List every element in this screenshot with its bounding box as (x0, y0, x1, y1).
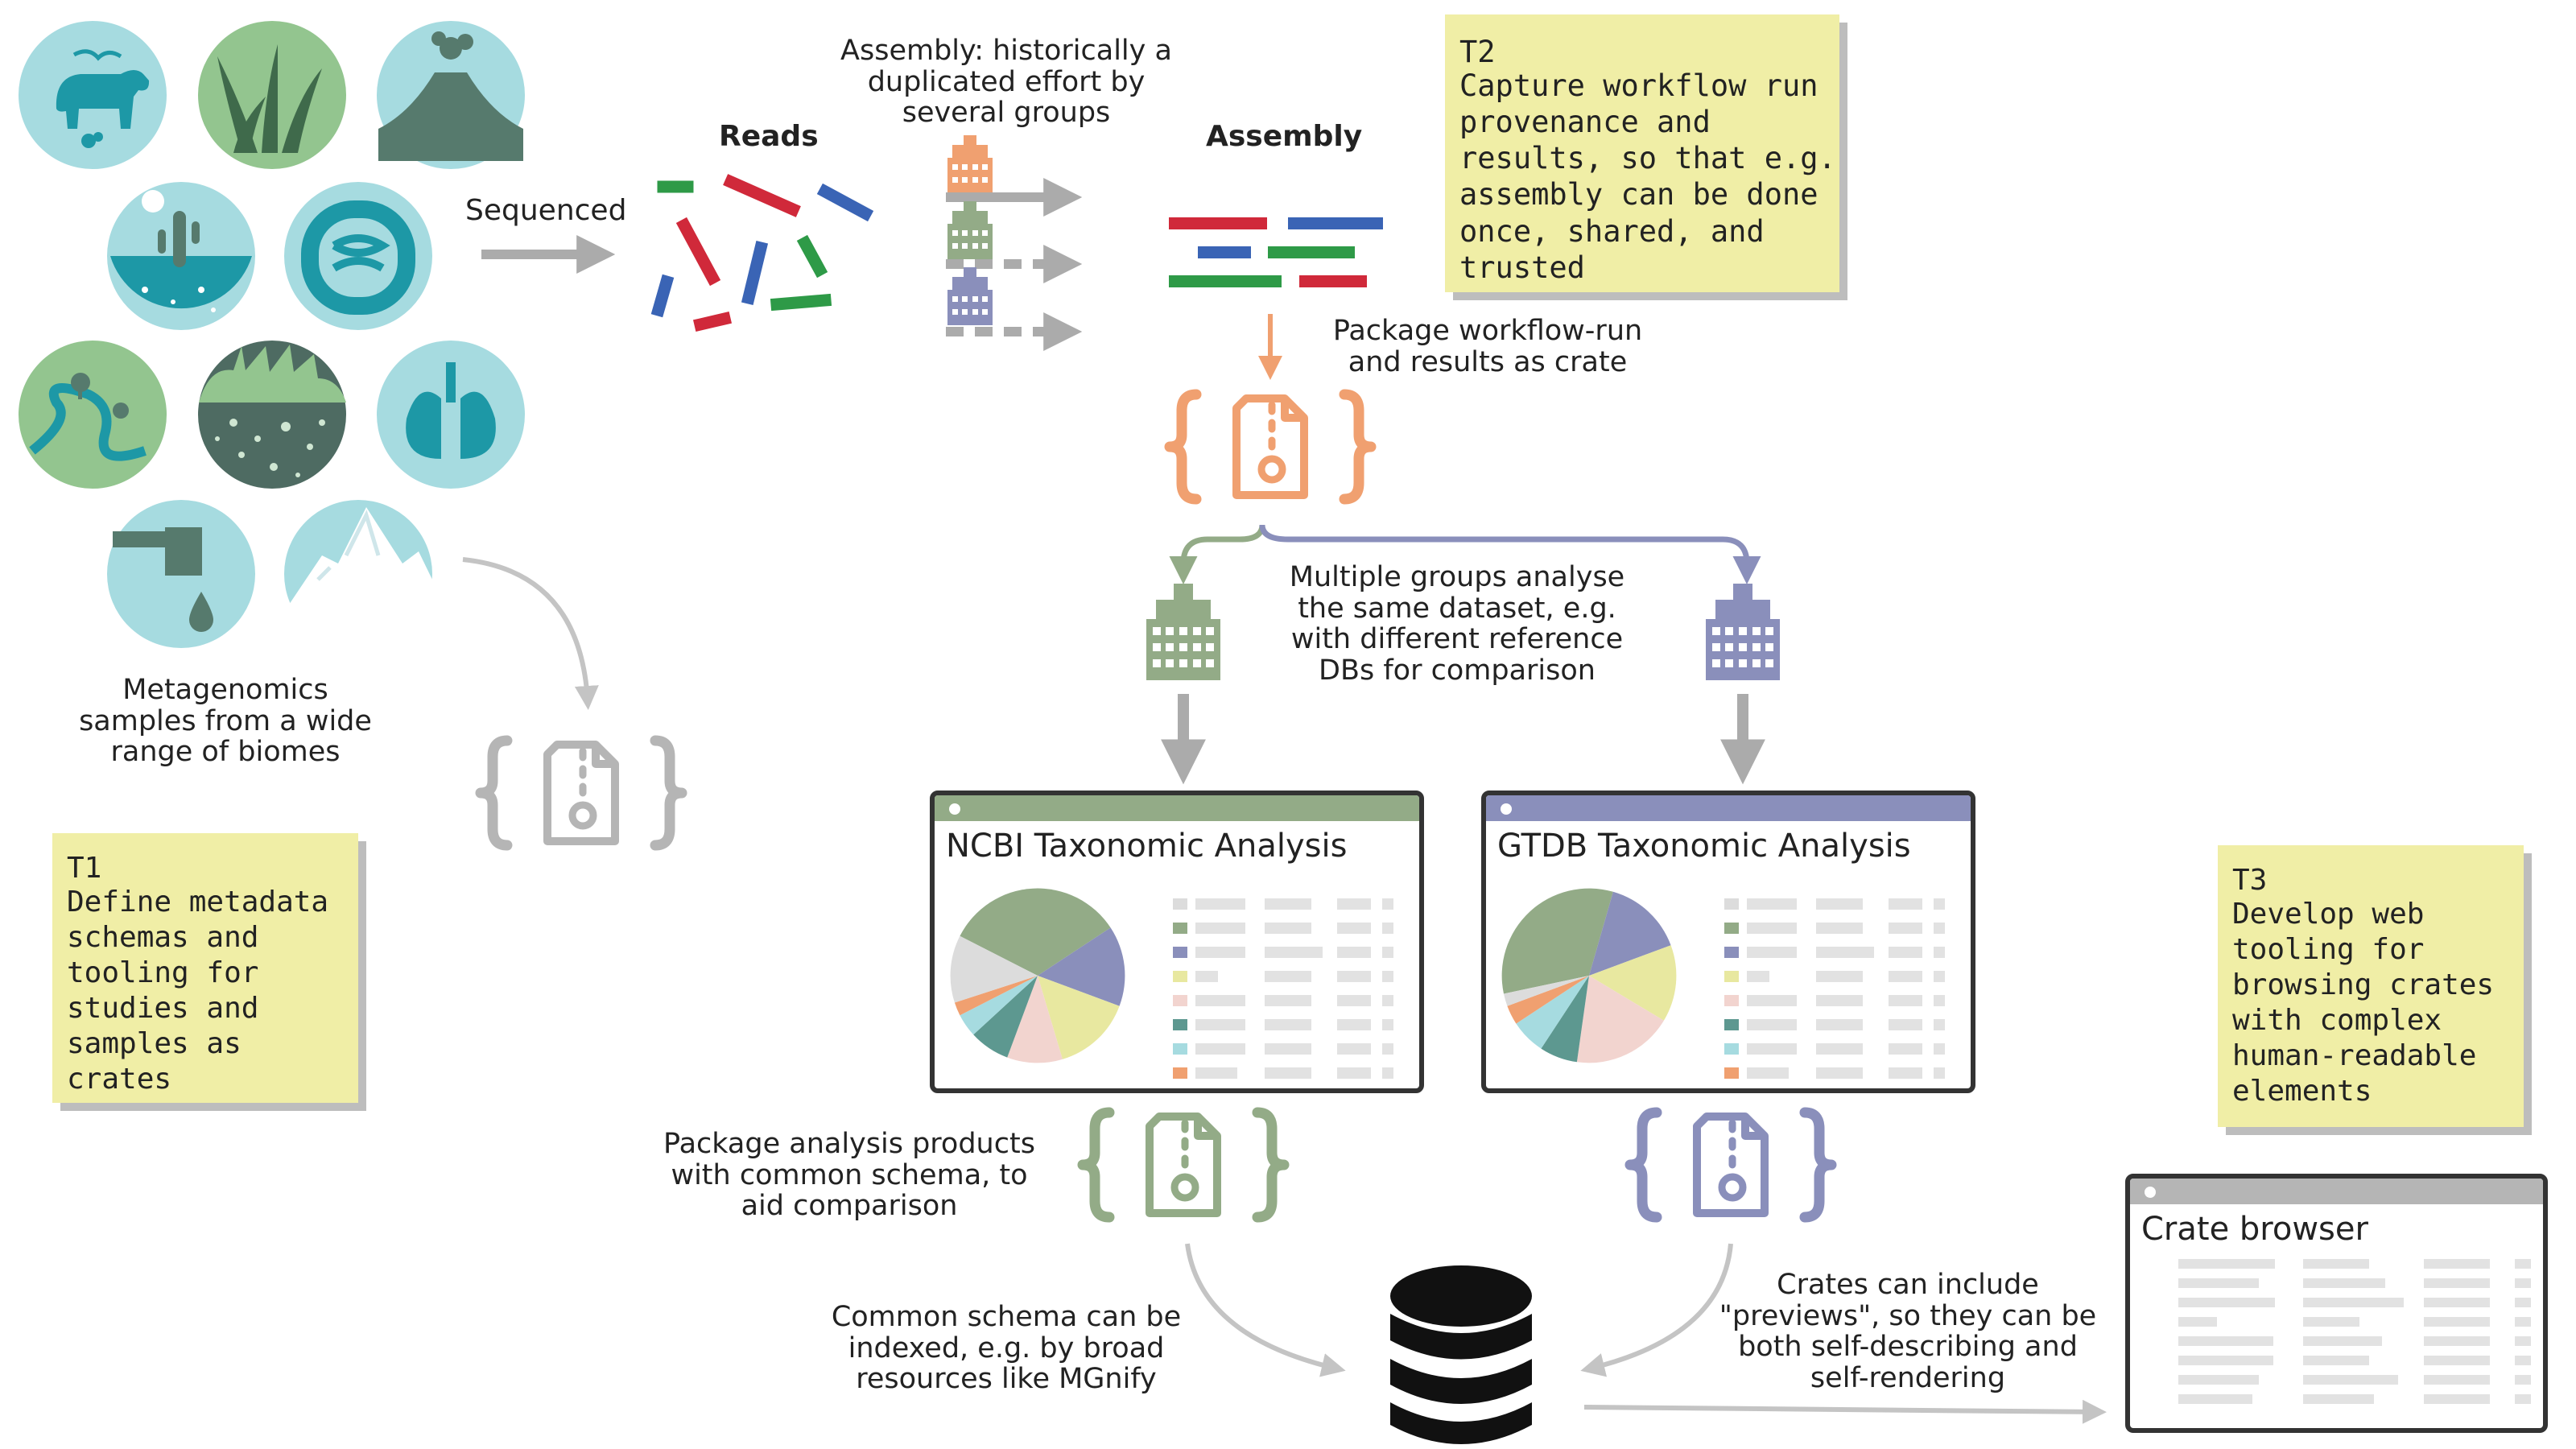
ncbi-crate-icon (1083, 1113, 1284, 1217)
note-t1: T1 Define metadata schemas and tooling f… (52, 833, 358, 1103)
ncbi-preview-content (950, 888, 1393, 1079)
ncbi-window-titlebar (935, 795, 1419, 821)
note-t3: T3 Develop web tooling for browsing crat… (2218, 845, 2524, 1127)
browser-window-titlebar (2130, 1179, 2543, 1204)
note-t3-id: T3 (2232, 864, 2268, 897)
assembly-contigs (1169, 217, 1383, 287)
gtdb-crate-icon (1630, 1113, 1831, 1217)
desert-water-biome-icon (107, 182, 255, 330)
browser-preview-content (2178, 1259, 2531, 1404)
gut-biome-icon (284, 182, 432, 330)
note-t3-text: Develop web tooling for browsing crates … (2232, 898, 2495, 1108)
database-icon (1390, 1265, 1532, 1444)
common-schema-label: Common schema can be indexed, e.g. by br… (831, 1301, 1182, 1395)
ncbi-to-db-arrow (1185, 1243, 1346, 1377)
package-run-label: Package workflow-run and results as crat… (1332, 315, 1643, 378)
gtdb-pie-chart (1501, 888, 1677, 1063)
ncbi-analysis-window: NCBI Taxonomic Analysis (930, 791, 1424, 1093)
assembly-label: Assembly (1206, 120, 1363, 153)
gtdb-to-db-arrow (1580, 1243, 1733, 1377)
workflow-run-crate-icon (1170, 394, 1371, 499)
soil-biome-icon (198, 341, 346, 489)
window-dot (1501, 803, 1512, 815)
note-t1-id: T1 (67, 852, 102, 885)
assembly-note-label: Assembly: historically a duplicated effo… (840, 35, 1172, 129)
biome-icons (19, 21, 525, 672)
lung-biome-icon (377, 341, 525, 489)
samples-crate-icon (481, 741, 682, 845)
reads-label: Reads (719, 120, 819, 153)
ncbi-window-title: NCBI Taxonomic Analysis (946, 828, 1348, 865)
window-dot (2145, 1187, 2156, 1198)
gtdb-window-titlebar (1486, 795, 1971, 821)
gtdb-window-title: GTDB Taxonomic Analysis (1497, 828, 1911, 865)
volcano-biome-icon (377, 21, 525, 169)
previews-label: Crates can include "previews", so they c… (1719, 1269, 2097, 1394)
reads-fragments (650, 174, 874, 332)
package-analysis-label: Package analysis products with common sc… (663, 1128, 1035, 1222)
cattle-biome-icon (19, 21, 167, 169)
wastewater-biome-icon (107, 500, 255, 648)
branch-arrow-green (1169, 524, 1265, 584)
green-group-building-icon (947, 201, 993, 259)
note-t1-text: Define metadata schemas and tooling for … (67, 886, 329, 1096)
samples-label: Metagenomics samples from a wide range o… (79, 674, 372, 768)
samples-arrow (462, 557, 599, 710)
purple-group-building-icon (947, 267, 993, 325)
mountain-biome-icon (284, 500, 435, 672)
river-biome-icon (19, 341, 167, 489)
assembly-groups (946, 135, 1083, 351)
gtdb-table (1724, 898, 1945, 1079)
ncbi-pie-chart (950, 888, 1125, 1063)
note-t2-id: T2 (1459, 35, 1496, 69)
grassland-biome-icon (198, 21, 346, 169)
green-group-building-icon (1146, 584, 1220, 680)
window-dot (949, 803, 960, 815)
note-t2: T2 Capture workflow run provenance and r… (1445, 14, 1839, 292)
gtdb-analysis-window: GTDB Taxonomic Analysis (1481, 791, 1975, 1093)
multiple-groups-label: Multiple groups analyse the same dataset… (1289, 561, 1625, 687)
orange-group-building-icon (947, 135, 993, 193)
db-to-browser-arrow (1583, 1399, 2107, 1424)
sequenced-label: Sequenced (465, 194, 627, 227)
crate-browser-window: Crate browser (2125, 1174, 2548, 1433)
purple-group-building-icon (1706, 584, 1780, 680)
note-t2-text: Capture workflow run provenance and resu… (1459, 68, 1836, 285)
ncbi-table (1173, 898, 1393, 1079)
gtdb-preview-content (1501, 888, 1945, 1079)
browser-window-title: Crate browser (2141, 1211, 2368, 1248)
branch-arrow-purple (1259, 524, 1761, 584)
